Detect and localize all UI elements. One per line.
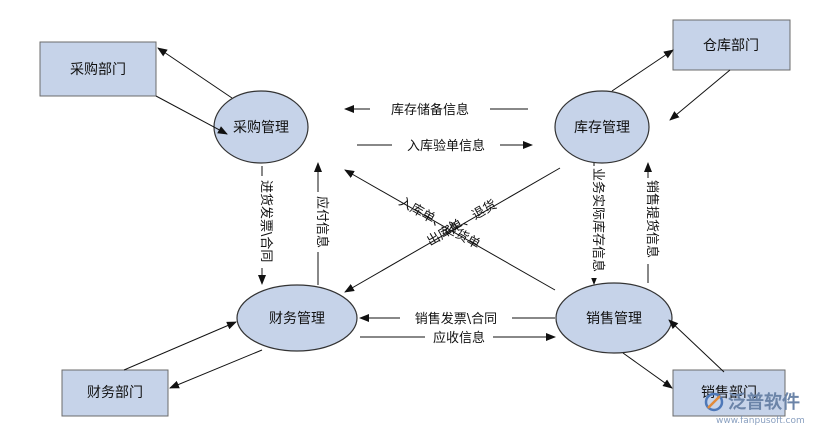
flow-label-sales-invoice: 销售发票\合同 — [415, 311, 497, 327]
watermark-url: www.fanpusoft.com — [716, 416, 805, 426]
arrow-sales-mgmt-to-dept — [622, 352, 673, 389]
arrow-cross-to-finance — [344, 167, 561, 293]
sales-dept-box: 销售部门 — [672, 369, 786, 417]
arrow-finance-mgmt-to-dept — [169, 349, 263, 389]
watermark: 泛普软件 www.fanpusoft.com — [704, 391, 805, 426]
flow-label-actual-stock: 业务实际库存信息 — [590, 168, 606, 272]
warehouse-dept-box: 仓库部门 — [672, 19, 791, 71]
finance-mgmt-node: 财务管理 — [236, 284, 358, 352]
sales-mgmt-label: 销售管理 — [586, 311, 642, 327]
flow-label-receivable: 应收信息 — [433, 330, 485, 346]
sales-dept-label: 销售部门 — [701, 385, 757, 401]
inventory-mgmt-label: 库存管理 — [574, 120, 630, 136]
purchase-mgmt-node: 采购管理 — [213, 90, 309, 164]
flow-label-inbound-check: 入库验单信息 — [407, 138, 485, 154]
purchase-mgmt-label: 采购管理 — [233, 120, 289, 136]
arrow-finance-dept-to-mgmt — [123, 321, 237, 371]
flow-label-purchase-invoice: 进货发票\合同 — [258, 180, 274, 262]
watermark-logo-icon — [704, 392, 724, 412]
flow-label-sales-pickup: 销售提货信息 — [644, 180, 660, 258]
arrow-purchase-dept-to-mgmt — [155, 95, 228, 135]
warehouse-dept-label: 仓库部门 — [703, 38, 759, 54]
arrow-purchase-mgmt-to-dept — [157, 47, 233, 99]
arrow-cross-to-purchase — [344, 169, 556, 291]
finance-dept-box: 财务部门 — [61, 369, 169, 417]
arrow-sales-dept-to-mgmt — [668, 319, 725, 373]
flow-label-payable: 应付信息 — [314, 196, 330, 248]
purchase-dept-box: 采购部门 — [39, 41, 157, 97]
arrow-warehouse-to-inventory-mgmt — [669, 69, 731, 121]
inventory-mgmt-node: 库存管理 — [554, 90, 650, 164]
sales-mgmt-node: 销售管理 — [555, 282, 673, 354]
finance-dept-label: 财务部门 — [87, 385, 143, 401]
flow-label-inventory-reserve: 库存储备信息 — [391, 102, 469, 118]
purchase-dept-label: 采购部门 — [70, 62, 126, 78]
arrow-inventory-mgmt-to-warehouse — [611, 49, 674, 92]
watermark-brand: 泛普软件 — [728, 391, 800, 413]
finance-mgmt-label: 财务管理 — [269, 311, 325, 327]
